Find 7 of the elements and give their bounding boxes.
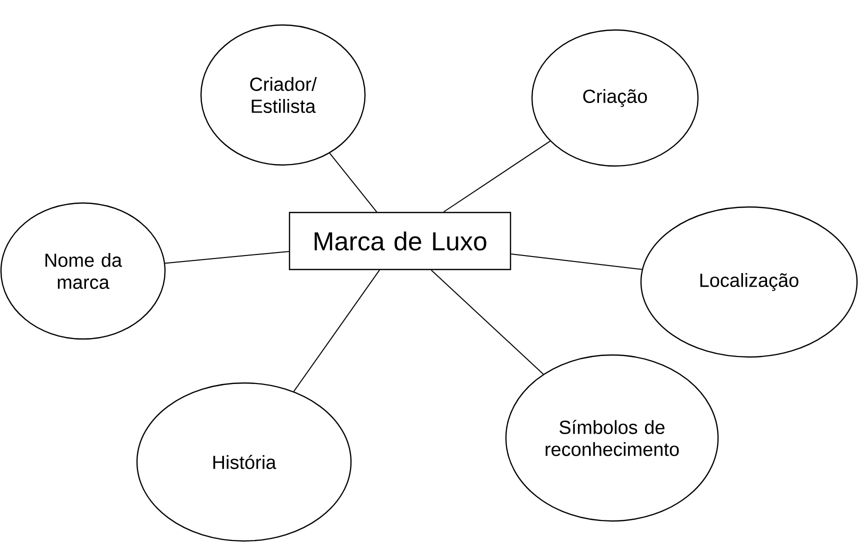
connector-line [329,152,378,212]
connector-line [164,250,290,264]
central-box: Marca de Luxo [288,212,512,270]
connector-line [443,140,551,212]
connector-line [430,270,544,375]
connector-line [510,254,642,270]
connector-line [293,270,380,392]
